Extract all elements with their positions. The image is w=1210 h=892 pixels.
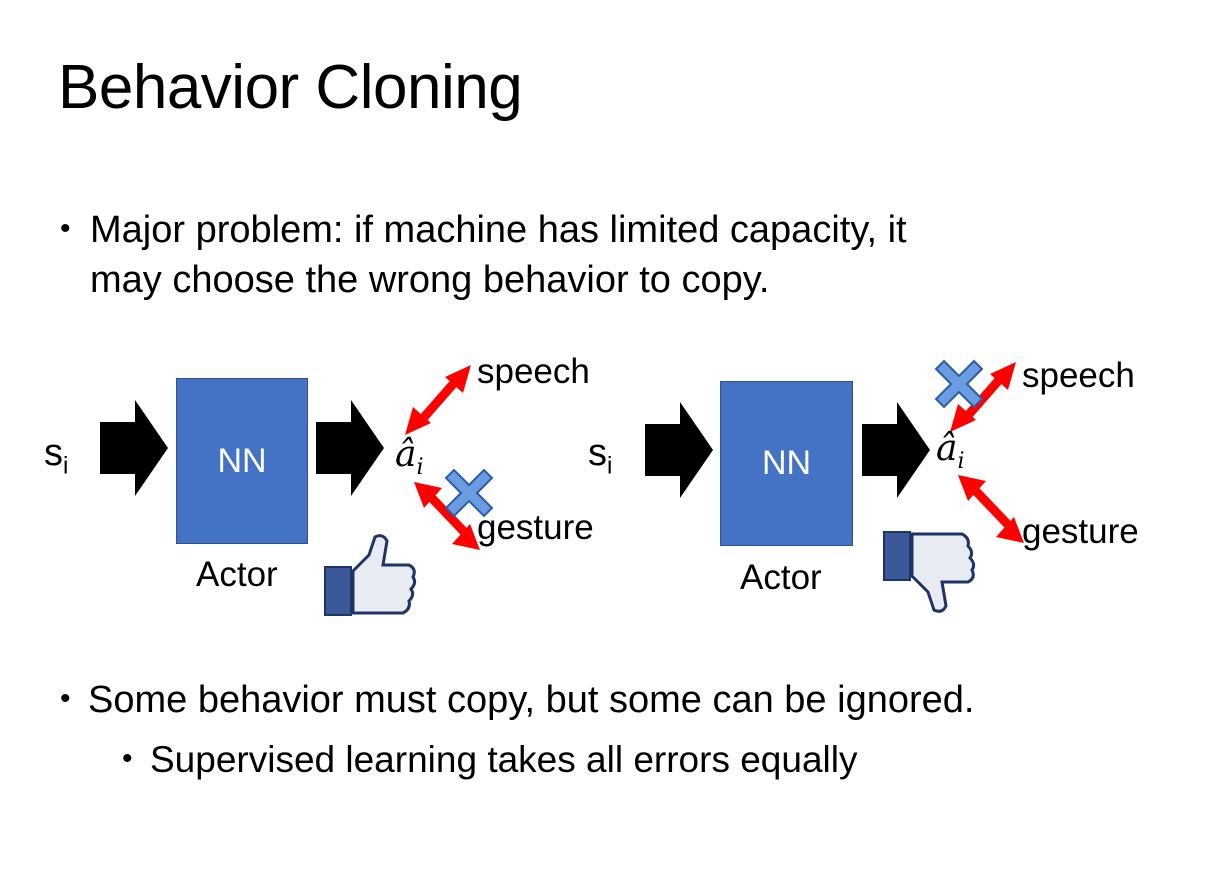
speech-label-right: speech <box>1022 356 1135 395</box>
thumbs-down-icon <box>883 531 976 613</box>
speech-double-arrow-icon <box>950 362 1016 432</box>
sub-bullet-marker: • <box>122 742 133 775</box>
slide-title: Behavior Cloning <box>58 53 523 122</box>
cross-icon <box>444 468 494 518</box>
input-arrow-icon <box>645 402 713 498</box>
bullet-marker: • <box>60 212 71 245</box>
gesture-label-right: gesture <box>1022 512 1139 551</box>
bullet-1-line-1: Major problem: if machine has limited ca… <box>90 209 907 251</box>
speech-double-arrow-icon <box>405 365 471 435</box>
output-arrow-icon <box>316 400 384 496</box>
sub-bullet-text: Supervised learning takes all errors equ… <box>150 739 858 780</box>
thumbs-up-icon <box>324 534 417 616</box>
state-input-left: si <box>44 432 69 480</box>
actor-label-left: Actor <box>196 555 278 594</box>
actor-label-right: Actor <box>740 558 822 597</box>
action-output-right: âi <box>936 428 965 475</box>
bullet-marker: • <box>60 682 71 715</box>
gesture-double-arrow-icon <box>414 482 480 550</box>
bullet-1-line-2: may choose the wrong behavior to copy. <box>90 259 770 301</box>
nn-box-right: NN <box>720 381 853 546</box>
input-arrow-icon <box>100 400 168 496</box>
state-input-right: si <box>588 432 613 480</box>
speech-label-left: speech <box>477 352 590 391</box>
bullet-2-text: Some behavior must copy, but some can be… <box>88 679 975 721</box>
cross-icon <box>934 359 984 409</box>
gesture-double-arrow-icon <box>958 475 1024 543</box>
nn-box-left: NN <box>176 378 308 544</box>
action-output-left: âi <box>395 434 424 481</box>
output-arrow-icon <box>862 402 930 498</box>
gesture-label-left: gesture <box>477 508 594 547</box>
